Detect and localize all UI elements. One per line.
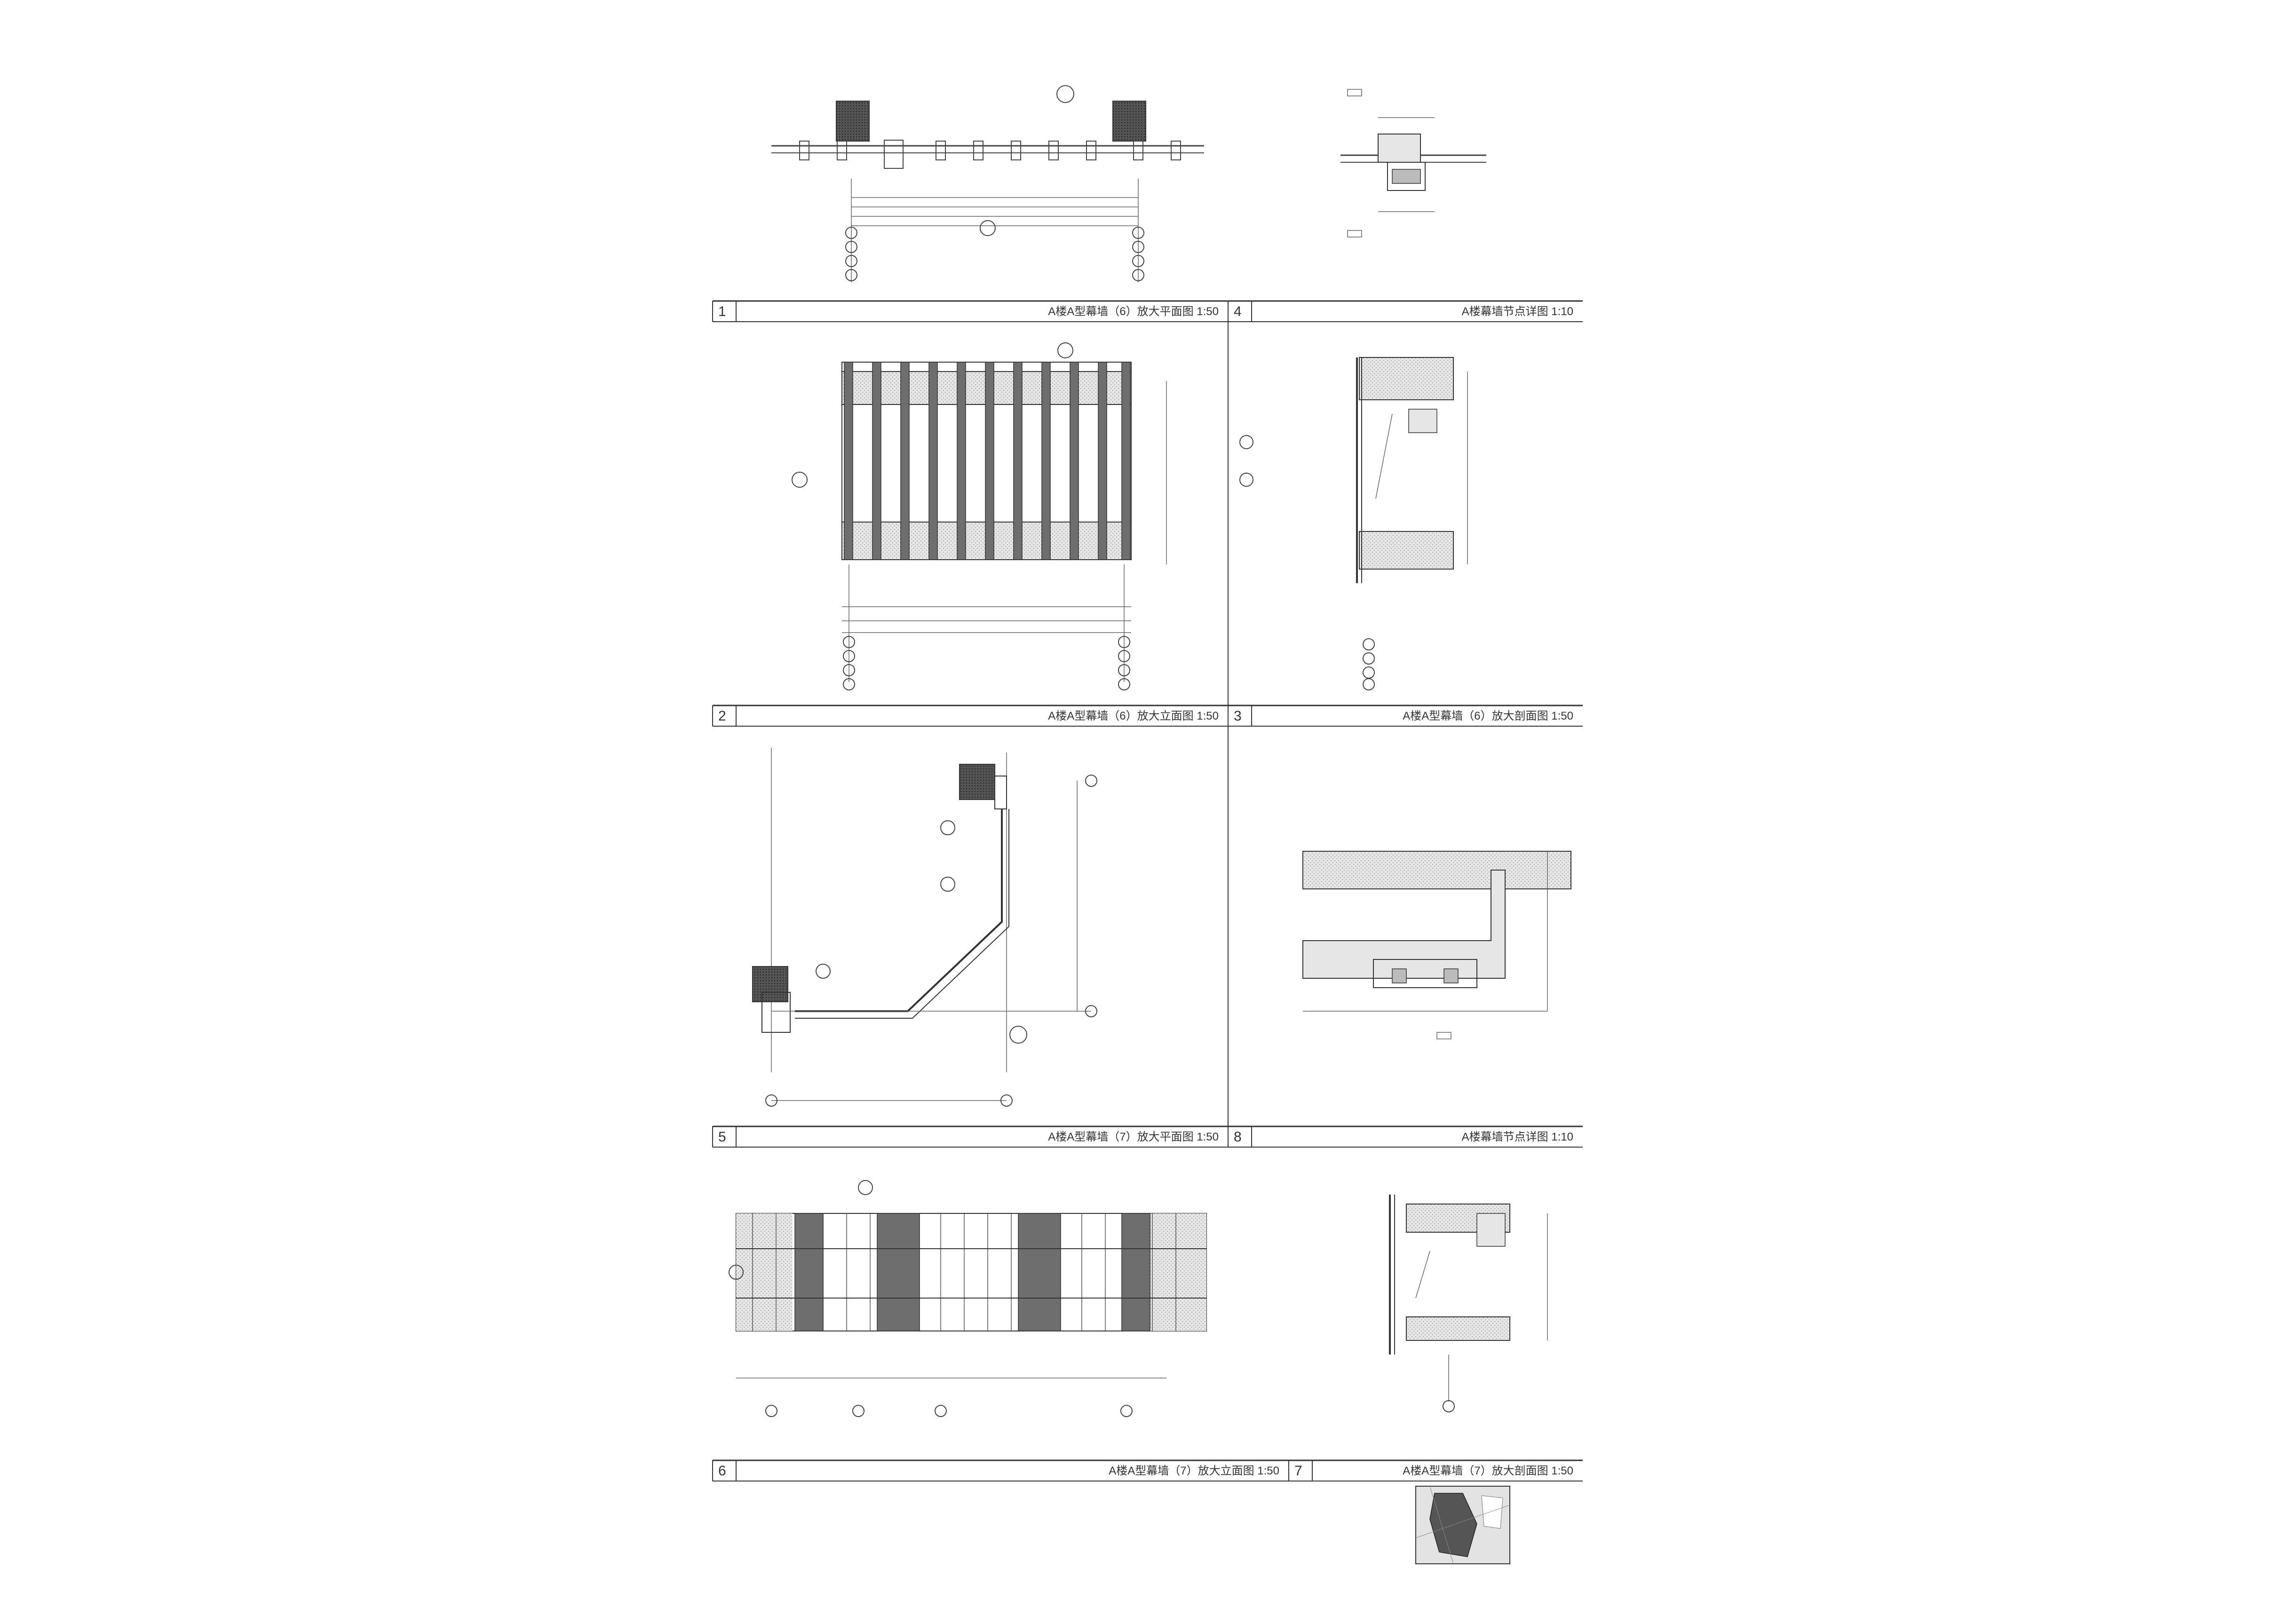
title-bar-6: 6 A楼A型幕墙（7）放大立面图 1:50: [712, 1459, 1289, 1481]
elevation-mullion: [872, 362, 881, 560]
elevation-mullion: [1070, 362, 1079, 560]
title-bar-2: 2 A楼A型幕墙（6）放大立面图 1:50: [712, 705, 1228, 727]
drawing-number: 8: [1234, 1129, 1242, 1145]
drawing-title: A楼A型幕墙（6）放大平面图 1:50: [1048, 305, 1219, 318]
title-bar-5: 5 A楼A型幕墙（7）放大平面图 1:50: [712, 1125, 1228, 1148]
drawing-number: 1: [718, 304, 726, 319]
drawing-number: 4: [1234, 304, 1242, 319]
drawing-3-section: [1239, 357, 1468, 690]
drawing-6-elevation: [729, 1180, 1207, 1417]
elevation-mullion: [844, 362, 853, 560]
drawing-8-detail: [1302, 851, 1571, 1039]
drawing-number: 3: [1234, 708, 1242, 724]
key-plan-thumbnail: [1415, 1486, 1510, 1564]
elevation-mullion: [985, 362, 994, 560]
drawing-title: A楼幕墙节点详图 1:10: [1462, 1131, 1573, 1143]
drawing-title: A楼A型幕墙（6）放大立面图 1:50: [1048, 710, 1219, 722]
elevation-mullion: [928, 362, 938, 560]
title-bar-1: 1 A楼A型幕墙（6）放大平面图 1:50: [712, 300, 1228, 322]
drawing-title: A楼幕墙节点详图 1:10: [1462, 305, 1573, 318]
drawing-number: 6: [718, 1463, 726, 1479]
drawing-7-section: [1389, 1195, 1548, 1412]
drawing-title: A楼A型幕墙（7）放大平面图 1:50: [1048, 1131, 1219, 1143]
drawing-title: A楼A型幕墙（6）放大剖面图 1:50: [1403, 710, 1573, 722]
drawing-5-plan: [752, 748, 1097, 1107]
panel-separators: [1228, 320, 1289, 1479]
elevation-mullion: [1121, 362, 1131, 560]
drawing-number: 7: [1294, 1463, 1302, 1479]
drawing-1-plan: [771, 85, 1204, 282]
elevation-mullion: [1013, 362, 1023, 560]
elevation-mullion: [957, 362, 966, 560]
title-bar-7: 7 A楼A型幕墙（7）放大剖面图 1:50: [1288, 1459, 1583, 1481]
drawing-number: 2: [718, 708, 726, 724]
elevation-mullion: [1041, 362, 1051, 560]
title-bar-3: 3 A楼A型幕墙（6）放大剖面图 1:50: [1228, 705, 1583, 727]
drawing-title: A楼A型幕墙（7）放大剖面图 1:50: [1403, 1465, 1573, 1477]
drawing-number: 5: [718, 1129, 726, 1145]
title-bar-8: 8 A楼幕墙节点详图 1:10: [1228, 1125, 1583, 1148]
elevation-mullion: [900, 362, 910, 560]
elevation-mullion: [1098, 362, 1107, 560]
drawing-4-detail: [1340, 89, 1486, 238]
title-bar-4: 4 A楼幕墙节点详图 1:10: [1228, 300, 1583, 322]
drawing-title: A楼A型幕墙（7）放大立面图 1:50: [1109, 1465, 1279, 1477]
drawing-2-elevation: [792, 342, 1167, 690]
